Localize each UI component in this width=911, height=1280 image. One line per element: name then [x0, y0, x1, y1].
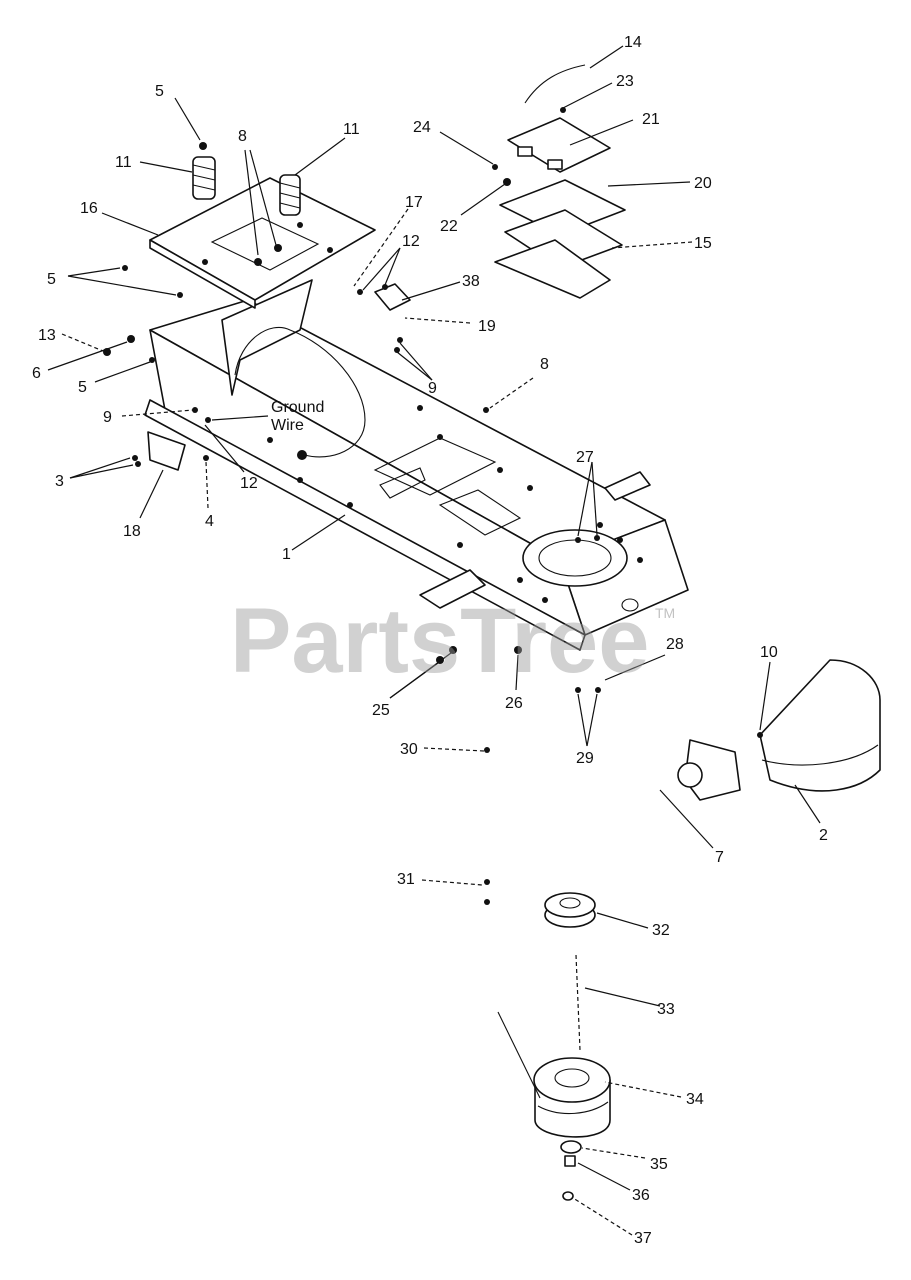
callout-38: 38: [462, 273, 480, 290]
callout-33: 33: [657, 1001, 675, 1018]
front-bumper: [677, 659, 881, 801]
callout-20: 20: [694, 175, 712, 192]
callout-13: 13: [38, 327, 56, 344]
callout-30: 30: [400, 741, 418, 758]
callout-5-top: 5: [155, 83, 164, 100]
callout-36: 36: [632, 1187, 650, 1204]
ground-wire: [234, 326, 366, 458]
callout-16: 16: [80, 200, 98, 217]
callout-11-left: 11: [115, 154, 132, 171]
callout-22: 22: [440, 218, 458, 235]
callout-8-top: 8: [238, 128, 247, 145]
callout-9-left: 9: [103, 409, 112, 426]
callout-15: 15: [694, 235, 712, 252]
leader-lines: [47, 45, 821, 1236]
callout-24: 24: [413, 119, 431, 136]
partstree-watermark: PartsTree TM: [230, 590, 675, 692]
callout-1: 1: [282, 546, 291, 563]
callout-labels: 5 11 8 11 16 5 13 6 5 9 Ground Wire 3 12…: [32, 34, 828, 1247]
callout-26: 26: [505, 695, 523, 712]
callout-12-right: 12: [402, 233, 420, 250]
callout-9-right: 9: [428, 380, 437, 397]
callout-34: 34: [686, 1091, 704, 1108]
watermark-tm: TM: [655, 605, 675, 621]
callout-5-left: 5: [47, 271, 56, 288]
callout-17: 17: [405, 194, 423, 211]
callout-27: 27: [576, 449, 594, 466]
callout-18: 18: [123, 523, 141, 540]
callout-32: 32: [652, 922, 670, 939]
ground-wire-label-1: Ground: [271, 399, 324, 416]
callout-7: 7: [715, 849, 724, 866]
callout-3: 3: [55, 473, 64, 490]
callout-14: 14: [624, 34, 642, 51]
callout-10: 10: [760, 644, 778, 661]
dash-panel: [149, 177, 376, 309]
clutch-part: [497, 1011, 611, 1201]
callout-23: 23: [616, 73, 634, 90]
callout-12-left: 12: [240, 475, 258, 492]
callout-37: 37: [634, 1230, 652, 1247]
pulley-part: [544, 892, 596, 928]
callout-29: 29: [576, 750, 594, 767]
callout-31: 31: [397, 871, 415, 888]
callout-35: 35: [650, 1156, 668, 1173]
watermark-text: PartsTree: [230, 590, 649, 692]
callout-19: 19: [478, 318, 496, 335]
callout-4: 4: [205, 513, 214, 530]
callout-6: 6: [32, 365, 41, 382]
callout-28: 28: [666, 636, 684, 653]
callout-25: 25: [372, 702, 390, 719]
ground-wire-label-2: Wire: [271, 417, 304, 434]
callout-2: 2: [819, 827, 828, 844]
callout-8-right: 8: [540, 356, 549, 373]
frame-part: [144, 279, 689, 651]
callout-21: 21: [642, 111, 660, 128]
callout-5-lower: 5: [78, 379, 87, 396]
hardware-dots: [103, 107, 763, 905]
callout-11-right: 11: [343, 121, 360, 138]
spring-part: [192, 156, 301, 216]
seat-plates: [374, 64, 626, 311]
